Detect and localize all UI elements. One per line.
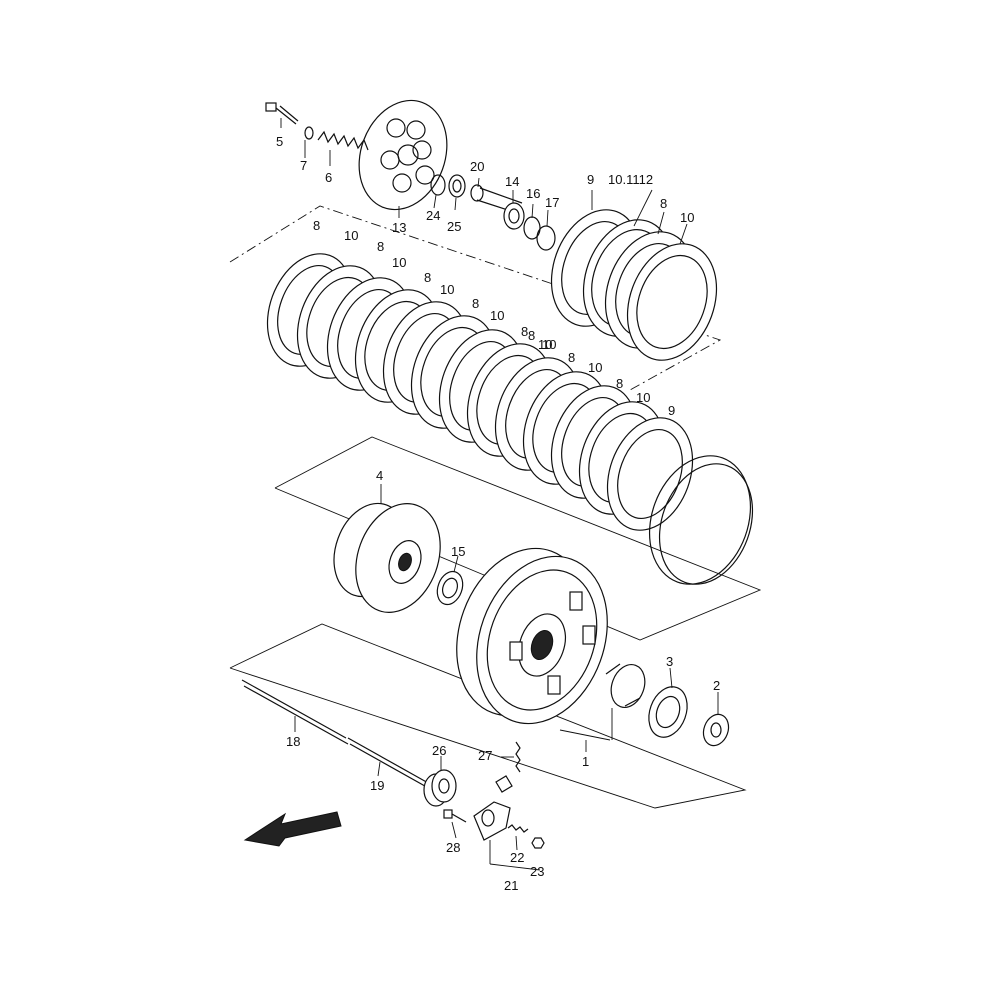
callout-stack-10-8: 10: [542, 337, 556, 352]
callout-14: 14: [505, 174, 519, 189]
clutch-bolt: [265, 102, 299, 125]
callout-5: 5: [276, 134, 283, 149]
callout-28: 28: [446, 840, 460, 855]
callout-26: 26: [432, 743, 446, 758]
callout-9-lower: 9: [668, 403, 675, 418]
callout-3: 3: [666, 654, 673, 669]
washer: [304, 126, 314, 140]
callout-24: 24: [426, 208, 440, 223]
callout-17: 17: [545, 195, 559, 210]
release-bearing: [423, 769, 457, 807]
callout-stack-10-1: 10: [344, 228, 358, 243]
push-rod-right: [347, 737, 433, 791]
callout-15: 15: [451, 544, 465, 559]
callout-stack-8-5: 8: [521, 324, 528, 339]
callout-stack-8-1: 8: [313, 218, 320, 233]
callout-22: 22: [510, 850, 524, 865]
clutch-nut: [503, 202, 525, 230]
shaft-band: [229, 623, 747, 809]
release-arm-assembly: [473, 741, 521, 841]
callout-20: 20: [470, 159, 484, 174]
callout-25: 25: [447, 219, 461, 234]
callout-stack-10-4: 10: [490, 308, 504, 323]
callout-stack-10-7: 10: [636, 390, 650, 405]
adjuster-nut: [531, 837, 545, 849]
release-screw: [443, 809, 467, 823]
clutch-sleeve-hub: [333, 502, 441, 613]
callout-labels: 5 7 6 13 24 25 20 14 16 17 9 10.1112 8 1…: [276, 134, 720, 893]
callout-stack-8-6: 8: [568, 350, 575, 365]
needle-bearing: [648, 686, 688, 738]
callout-stack-8-4: 8: [472, 296, 479, 311]
primary-driven-gear-assembly: [456, 547, 608, 725]
callout-1: 1: [582, 754, 589, 769]
callout-10-right: 10: [680, 210, 694, 225]
leader-lines: [280, 118, 719, 871]
callout-19: 19: [370, 778, 384, 793]
callout-stack-10-3: 10: [440, 282, 454, 297]
bearing-washer: [430, 174, 446, 196]
callout-stack-10-2: 10: [392, 255, 406, 270]
callout-2: 2: [713, 678, 720, 693]
callout-23: 23: [530, 864, 544, 879]
bearing: [448, 174, 466, 198]
callout-stack-8-8: 8: [528, 328, 535, 343]
callout-stack-10-6: 10: [588, 360, 602, 375]
plate-set-right: [550, 209, 718, 361]
front-direction-arrow-icon: [243, 811, 342, 847]
push-rod-left: [241, 679, 349, 745]
callout-18: 18: [286, 734, 300, 749]
callout-4: 4: [376, 468, 383, 483]
spacer-sleeve: [605, 663, 646, 708]
callout-9-upper: 9: [587, 172, 594, 187]
callout-8-right: 8: [660, 196, 667, 211]
hub-washer: [436, 570, 464, 606]
pressure-plate: [358, 99, 448, 211]
thrust-washer: [536, 225, 556, 251]
callout-stack-8-3: 8: [424, 270, 431, 285]
callout-stack-10-5: 10: [538, 337, 552, 352]
callout-13: 13: [392, 220, 406, 235]
adjuster-screw: [507, 824, 529, 833]
callout-7: 7: [300, 158, 307, 173]
callout-16: 16: [526, 186, 540, 201]
callout-10-11-12: 10.1112: [608, 172, 653, 187]
callout-21: 21: [504, 878, 518, 893]
callout-stack-8-2: 8: [377, 239, 384, 254]
plate-stack-center: [266, 253, 694, 531]
thrust-washer-2: [702, 713, 730, 747]
clutch-spring: [317, 130, 369, 151]
callout-6: 6: [325, 170, 332, 185]
callout-27: 27: [478, 748, 492, 763]
callout-stack-8-7: 8: [616, 376, 623, 391]
wire-ring-set: [648, 455, 754, 585]
